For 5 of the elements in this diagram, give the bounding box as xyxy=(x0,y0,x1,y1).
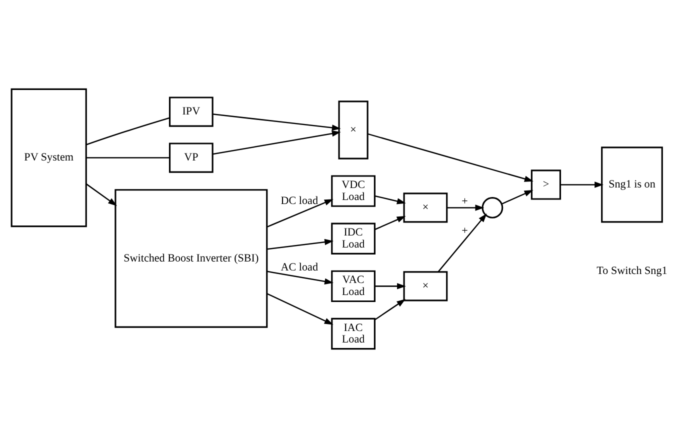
edge-label: + xyxy=(462,196,468,208)
edge-label: DC load xyxy=(280,194,318,207)
node-label: To Switch Sng1 xyxy=(596,265,668,278)
edge-label: AC load xyxy=(280,261,318,274)
edge-label: + xyxy=(462,225,468,238)
